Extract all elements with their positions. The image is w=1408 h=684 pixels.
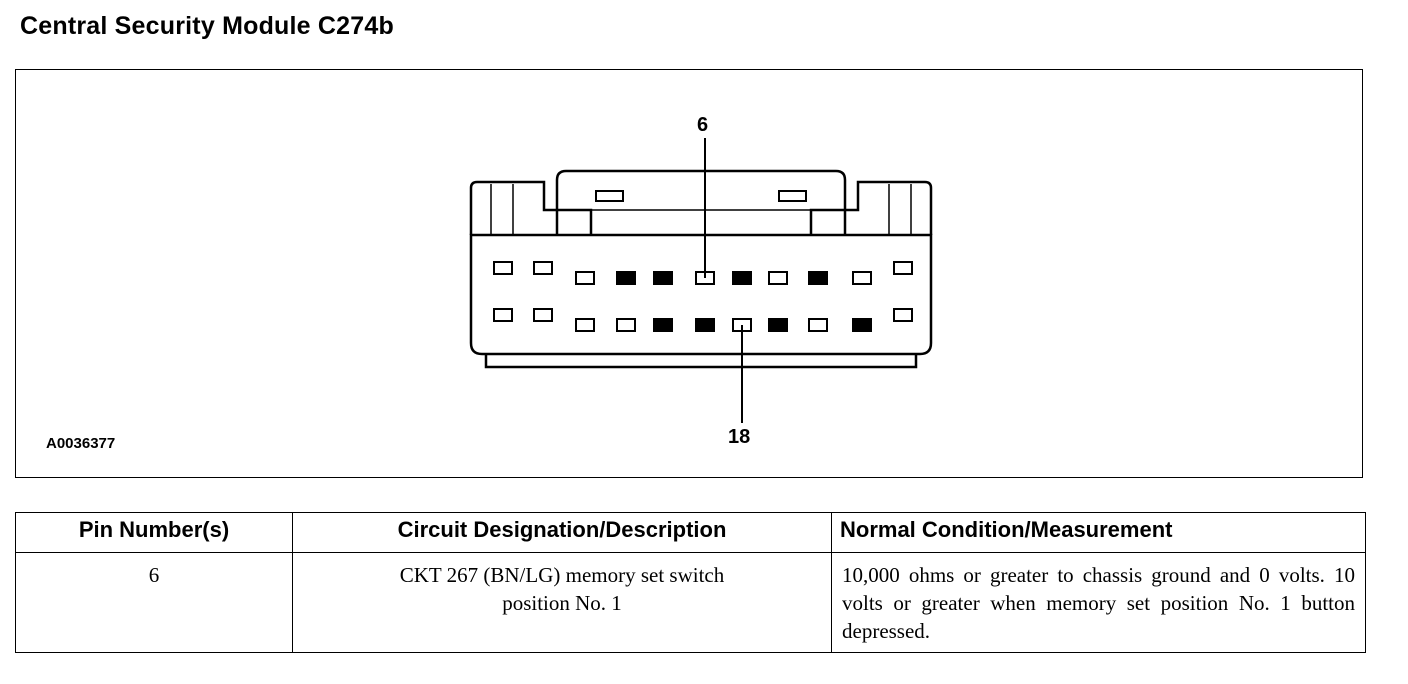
bottom-row-pin-9 <box>808 318 828 332</box>
pin-table: Pin Number(s) Circuit Designation/Descri… <box>15 512 1366 653</box>
top-row-pin-3 <box>575 271 595 285</box>
top-row-pin-11 <box>893 261 913 275</box>
bottom-row-pin-2 <box>533 308 553 322</box>
connector-diagram: 6 18 A0036377 <box>15 69 1363 478</box>
top-row-pin-7 <box>732 271 752 285</box>
top-row-pin-5 <box>653 271 673 285</box>
top-row-pin-10 <box>852 271 872 285</box>
bottom-row-pin-6 <box>695 318 715 332</box>
header-condition: Normal Condition/Measurement <box>831 512 1366 553</box>
table-row: 6 CKT 267 (BN/LG) memory set switch posi… <box>15 552 1366 653</box>
connector-housing-left <box>469 180 593 235</box>
callout-label-6: 6 <box>697 114 709 136</box>
top-row-pin-2 <box>533 261 553 275</box>
cell-condition: 10,000 ohms or greater to chassis ground… <box>831 552 1366 653</box>
connector-base <box>484 354 918 369</box>
cell-pin: 6 <box>15 552 293 653</box>
page-title: Central Security Module C274b <box>20 12 394 40</box>
cell-circuit: CKT 267 (BN/LG) memory set switch positi… <box>292 552 832 653</box>
connector-housing-right <box>809 180 933 235</box>
bottom-row-pin-3 <box>575 318 595 332</box>
connector-latch <box>555 169 847 235</box>
callout-label-18: 18 <box>728 426 751 448</box>
connector-drawing <box>469 138 933 423</box>
top-row-pin-4 <box>616 271 636 285</box>
header-pin-number: Pin Number(s) <box>15 512 293 553</box>
bottom-row-pin-5 <box>653 318 673 332</box>
connector-body <box>469 233 933 356</box>
top-row-pin-1 <box>493 261 513 275</box>
bottom-row-pin-4 <box>616 318 636 332</box>
figure-id: A0036377 <box>46 435 116 452</box>
pin-row-top <box>493 261 913 285</box>
pin-row-bottom <box>493 308 913 332</box>
top-row-pin-9 <box>808 271 828 285</box>
bottom-row-pin-1 <box>493 308 513 322</box>
header-circuit: Circuit Designation/Description <box>292 512 832 553</box>
bottom-row-pin-11 <box>893 308 913 322</box>
top-row-pin-8 <box>768 271 788 285</box>
bottom-row-pin-8 <box>768 318 788 332</box>
bottom-row-pin-10 <box>852 318 872 332</box>
table-header-row: Pin Number(s) Circuit Designation/Descri… <box>15 512 1366 553</box>
